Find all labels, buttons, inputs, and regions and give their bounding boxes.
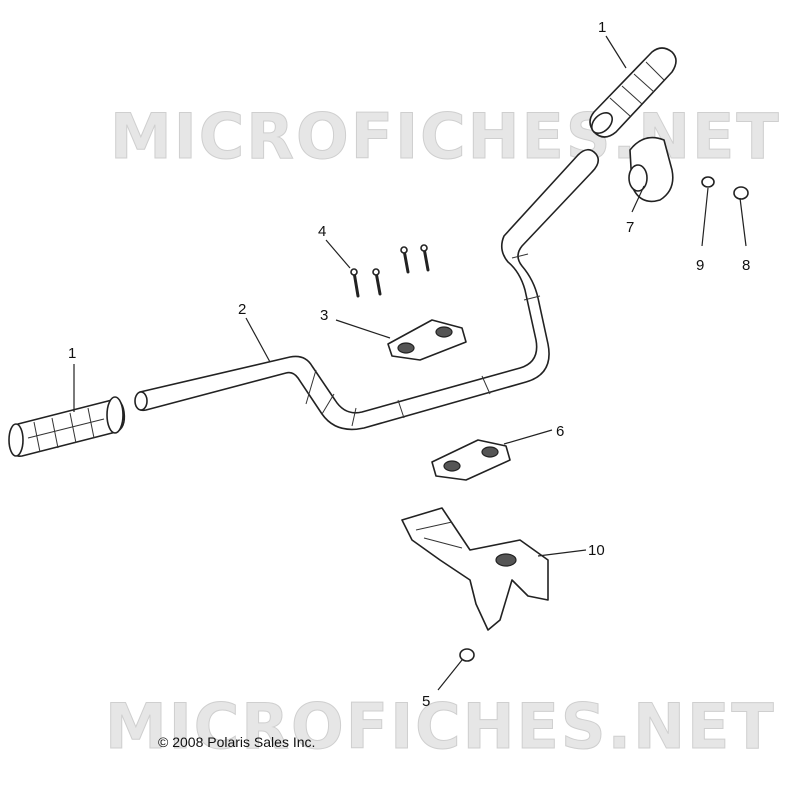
clamp-bolts <box>350 244 430 298</box>
handlebar <box>134 148 600 431</box>
mount-bracket <box>401 507 549 631</box>
callout-plug-small: 9 <box>696 257 704 274</box>
callout-bracket: 10 <box>588 542 605 559</box>
callout-pad: 7 <box>626 219 634 236</box>
callout-bolts: 4 <box>318 223 326 240</box>
grip-left <box>8 396 126 458</box>
nut <box>459 648 475 662</box>
callout-upper-clamp: 3 <box>320 307 328 324</box>
upper-clamp <box>387 319 467 361</box>
leader-lines <box>73 35 747 691</box>
handlebar-pad <box>628 136 674 203</box>
callout-plug-large: 8 <box>742 257 750 274</box>
callout-grip-left: 1 <box>68 345 76 362</box>
watermark-top: MICROFICHES.NET <box>110 100 781 173</box>
copyright-text: © 2008 Polaris Sales Inc. <box>158 734 315 750</box>
watermark-bottom: MICROFICHES.NET <box>105 690 776 763</box>
callout-grip-right: 1 <box>598 19 606 36</box>
lower-clamp <box>431 439 511 481</box>
grip-right <box>589 47 677 138</box>
callout-lower-clamp: 6 <box>556 423 564 440</box>
end-plug-small <box>701 176 715 188</box>
end-plug-large <box>733 186 749 200</box>
callout-nut: 5 <box>422 693 430 710</box>
callout-handlebar: 2 <box>238 301 246 318</box>
